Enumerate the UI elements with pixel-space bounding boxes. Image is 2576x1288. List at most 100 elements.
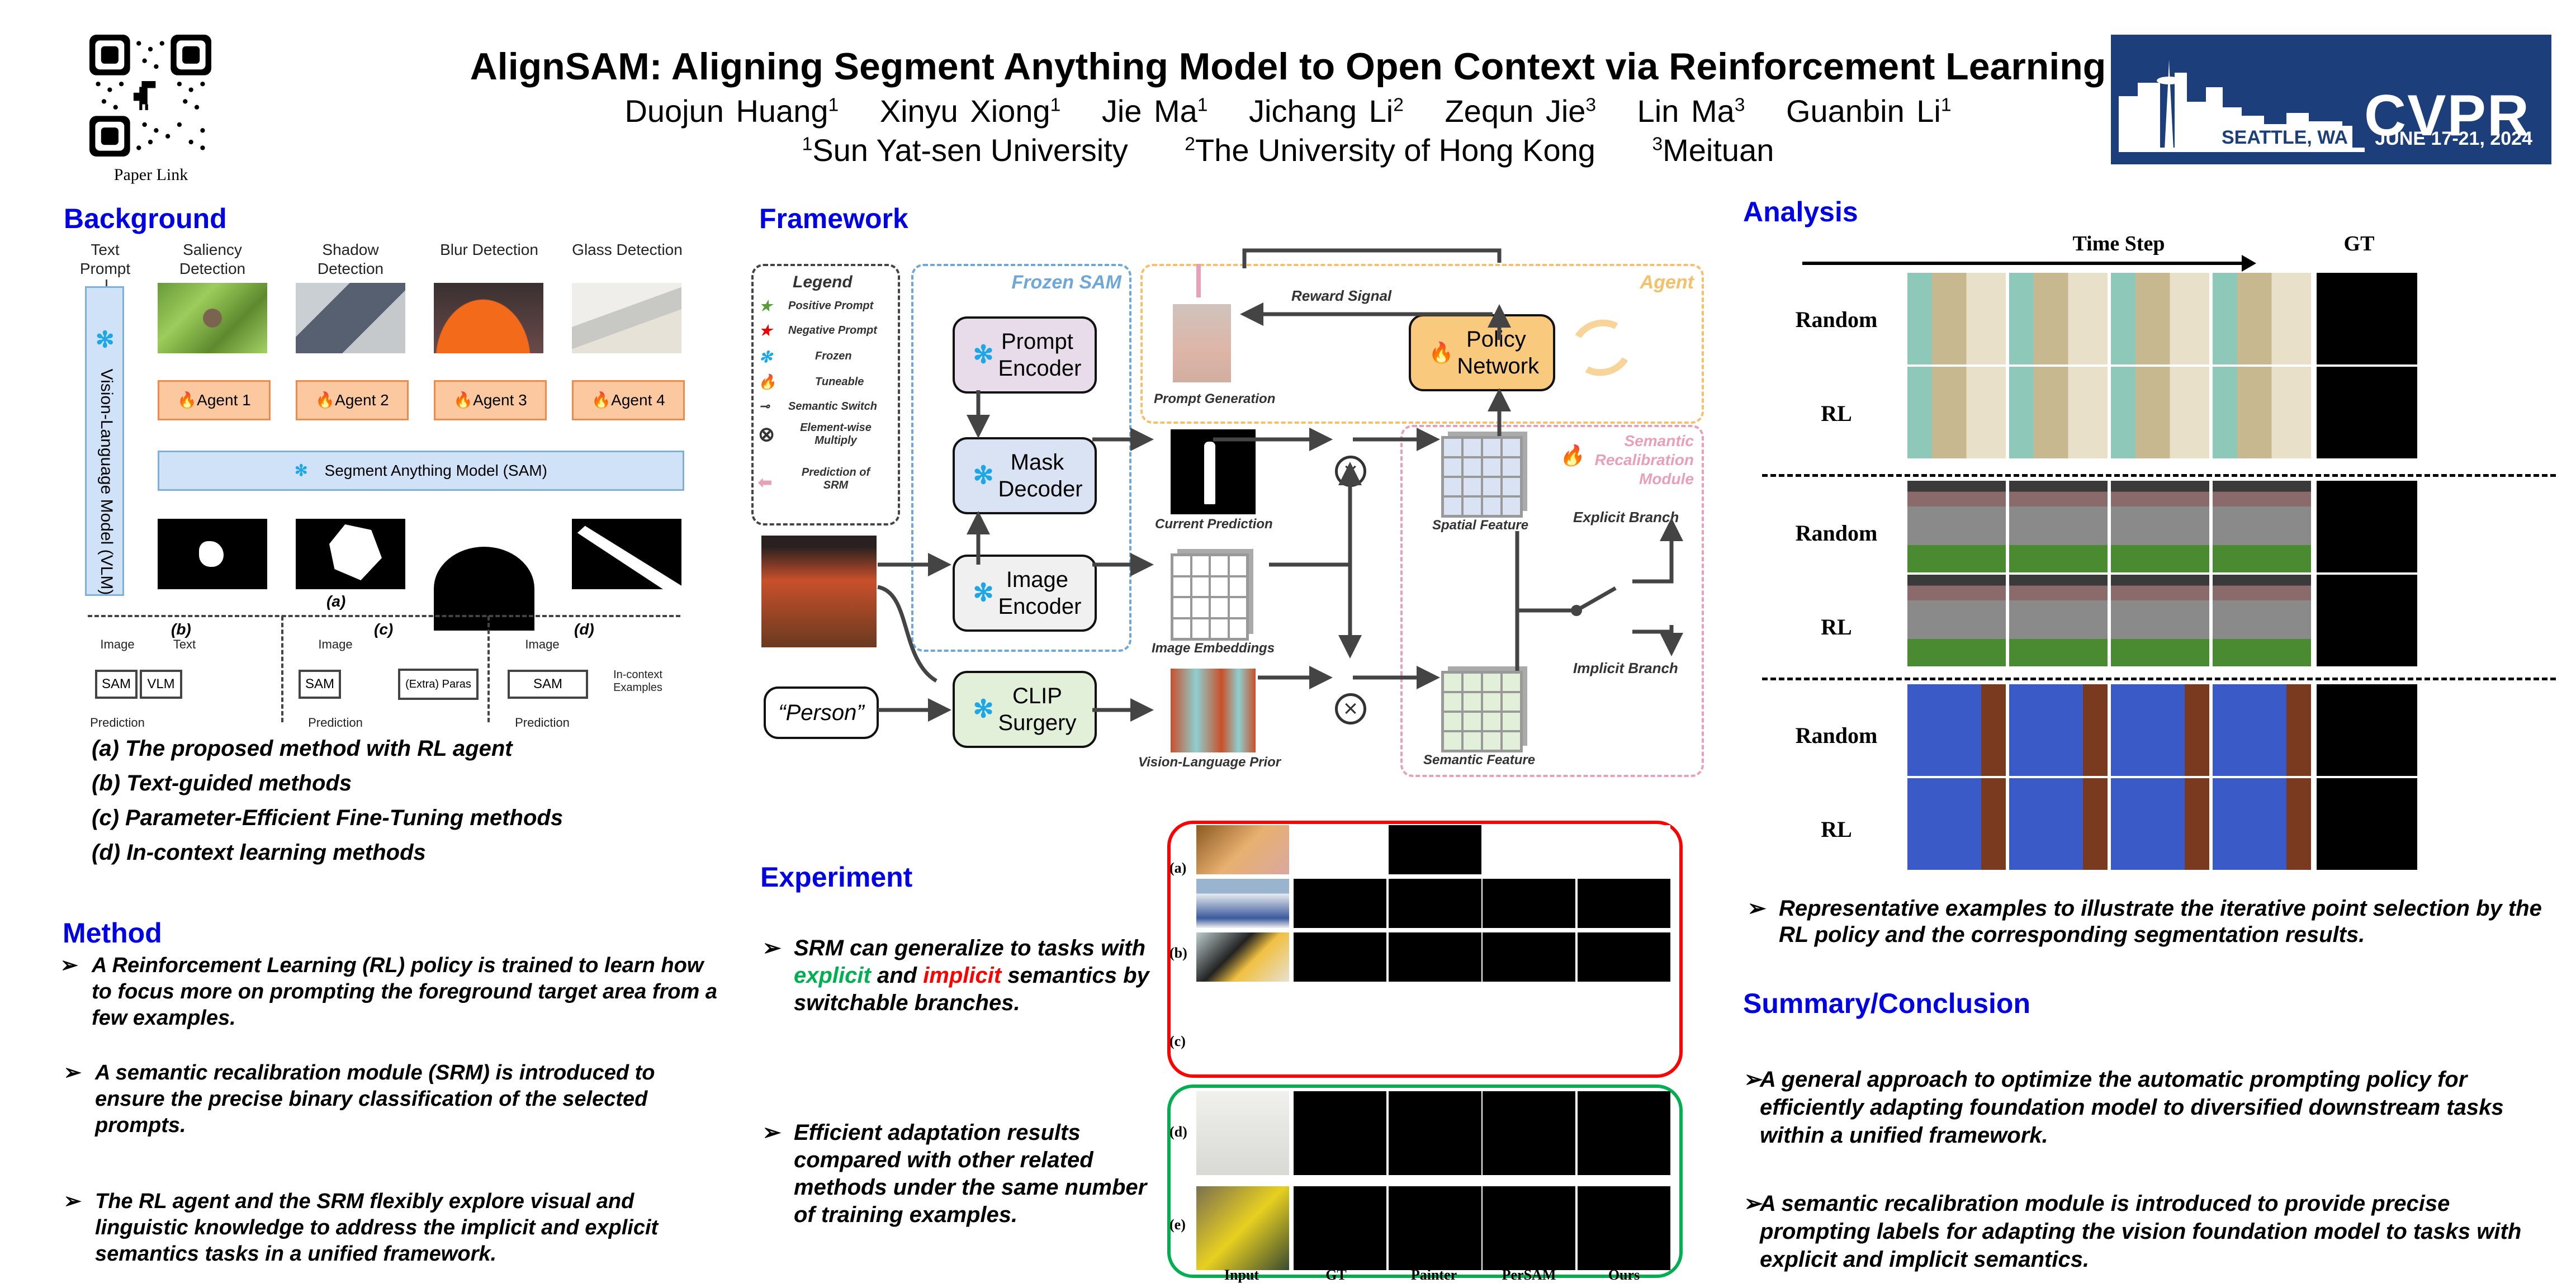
flame-icon: 🔥 bbox=[1559, 444, 1584, 467]
shadow-mask bbox=[296, 519, 405, 589]
time-step-frame bbox=[2009, 481, 2108, 572]
qr-code[interactable] bbox=[89, 35, 211, 157]
figure-a-tag: (a) bbox=[326, 593, 346, 610]
section-heading-summary: Summary/Conclusion bbox=[1743, 988, 2030, 1019]
time-arrow-line bbox=[1802, 262, 2250, 265]
pink-arrow-icon bbox=[1196, 264, 1201, 297]
snowflake-icon: ✻ bbox=[96, 328, 115, 352]
section-heading-analysis: Analysis bbox=[1743, 196, 1858, 228]
method-bullet: ➢The RL agent and the SRM flexibly explo… bbox=[64, 1190, 659, 1266]
input-thumbnail bbox=[1196, 1091, 1289, 1175]
spatial-feature-grid bbox=[1441, 436, 1523, 518]
author: Xinyu Xiong1 bbox=[879, 93, 1061, 129]
poster-title: AlignSAM: Aligning Segment Anything Mode… bbox=[470, 45, 2106, 88]
flame-icon: 🔥 bbox=[315, 391, 335, 409]
time-step-frame bbox=[1907, 575, 2006, 666]
snowflake-icon: ✻ bbox=[973, 579, 994, 607]
text-prompt-label: Text Prompt bbox=[79, 241, 131, 277]
mask-thumbnail bbox=[1389, 1186, 1481, 1270]
arrow-bullet-icon: ➢ bbox=[60, 954, 78, 977]
divider bbox=[1762, 474, 2556, 477]
task-label: Blur Detection bbox=[440, 241, 538, 258]
input-image bbox=[761, 536, 877, 647]
column-label: Ours bbox=[1608, 1267, 1640, 1283]
prompt-generation-image bbox=[1173, 304, 1231, 382]
sam-box: SAM bbox=[508, 670, 588, 699]
time-step-frame bbox=[2213, 367, 2311, 458]
mask-thumbnail bbox=[1294, 879, 1386, 928]
time-step-frame bbox=[2213, 684, 2311, 776]
prediction-label: Prediction bbox=[308, 716, 363, 730]
mask-thumbnail bbox=[1483, 1091, 1575, 1175]
legend-item: Positive Prompt bbox=[788, 300, 874, 312]
column-label: PerSAM bbox=[1502, 1267, 1556, 1283]
mask-thumbnail bbox=[1294, 1091, 1386, 1175]
affiliation: 3Meituan bbox=[1652, 132, 1774, 168]
time-step-frame bbox=[1907, 778, 2006, 870]
caption-item: (c) Parameter-Efficient Fine-Tuning meth… bbox=[92, 806, 564, 830]
time-step-frame bbox=[2111, 575, 2209, 666]
text-query-box: “Person” bbox=[764, 686, 879, 739]
method-bullet: ➢A semantic recalibration module (SRM) i… bbox=[64, 1061, 655, 1137]
task-label: Glass Detection bbox=[572, 241, 683, 258]
caption-item: (d) In-context learning methods bbox=[92, 840, 426, 865]
implicit-results-frame bbox=[1167, 821, 1683, 1078]
mask-thumbnail bbox=[1578, 1091, 1670, 1175]
mask-thumbnail bbox=[1389, 825, 1481, 874]
blur-image bbox=[434, 283, 543, 353]
time-step-frame bbox=[2009, 575, 2108, 666]
green-star-icon: ★ bbox=[759, 297, 773, 314]
time-step-frame bbox=[2213, 481, 2311, 572]
input-thumbnail bbox=[1196, 1186, 1289, 1270]
vision-language-prior-image bbox=[1171, 669, 1256, 752]
time-arrow-head-icon bbox=[2242, 255, 2256, 272]
figure-b-tag: (b) bbox=[171, 621, 191, 638]
snowflake-icon: ✻ bbox=[973, 462, 994, 489]
image-label: Image bbox=[525, 637, 560, 651]
mask-thumbnail bbox=[1294, 1186, 1386, 1270]
author: Jichang Li2 bbox=[1249, 93, 1404, 129]
snowflake-icon: ✻ bbox=[759, 348, 773, 366]
current-prediction-label: Current Prediction bbox=[1155, 517, 1273, 532]
legend-item: Prediction of SRM bbox=[801, 466, 870, 491]
time-step-frame bbox=[2213, 778, 2311, 870]
row-label: (e) bbox=[1169, 1216, 1186, 1233]
arrow-bullet-icon: ➢ bbox=[763, 936, 782, 960]
sam-box: SAM bbox=[95, 670, 138, 699]
divider bbox=[281, 616, 283, 722]
time-step-frame bbox=[2111, 684, 2209, 776]
gt-mask bbox=[2317, 273, 2417, 364]
flame-icon: 🔥 bbox=[758, 373, 776, 390]
explicit-keyword: explicit bbox=[794, 963, 871, 988]
row-label: RL bbox=[1821, 817, 1852, 842]
divider bbox=[1762, 678, 2556, 680]
row-label: Random bbox=[1795, 723, 1878, 748]
mask-thumbnail bbox=[1389, 1091, 1481, 1175]
image-label: Image bbox=[100, 637, 135, 651]
time-step-frame bbox=[2111, 367, 2209, 458]
saliency-image bbox=[158, 283, 267, 353]
extra-params-box: (Extra) Paras bbox=[398, 669, 479, 700]
framework-connectors bbox=[877, 248, 1683, 722]
prompt-encoder-box: ✻Prompt Encoder bbox=[953, 316, 1097, 394]
cvpr-logo: CVPR SEATTLE, WA JUNE 17-21, 2024 bbox=[2111, 35, 2551, 164]
input-thumbnail bbox=[1196, 825, 1289, 874]
mask-thumbnail bbox=[1578, 879, 1670, 928]
analysis-bullet: ➢Representative examples to illustrate t… bbox=[1748, 896, 2542, 947]
mask-thumbnail bbox=[1483, 932, 1575, 982]
mask-thumbnail bbox=[1389, 932, 1481, 982]
author: Zequn Jie3 bbox=[1445, 93, 1597, 129]
row-label: Random bbox=[1795, 520, 1878, 546]
input-thumbnail bbox=[1196, 879, 1289, 928]
prompt-generation-label: Prompt Generation bbox=[1154, 391, 1276, 406]
glass-mask bbox=[572, 519, 681, 589]
time-step-frame bbox=[2009, 273, 2108, 364]
section-heading-framework: Framework bbox=[759, 203, 908, 234]
agent-label: Agent bbox=[1640, 272, 1694, 293]
sam-box: ✻Segment Anything Model (SAM) bbox=[158, 451, 684, 491]
row-label: (c) bbox=[1169, 1033, 1186, 1049]
glass-image bbox=[572, 283, 681, 353]
time-step-frame bbox=[2111, 273, 2209, 364]
prediction-label: Prediction bbox=[90, 716, 145, 730]
implicit-keyword: implicit bbox=[923, 963, 1002, 988]
